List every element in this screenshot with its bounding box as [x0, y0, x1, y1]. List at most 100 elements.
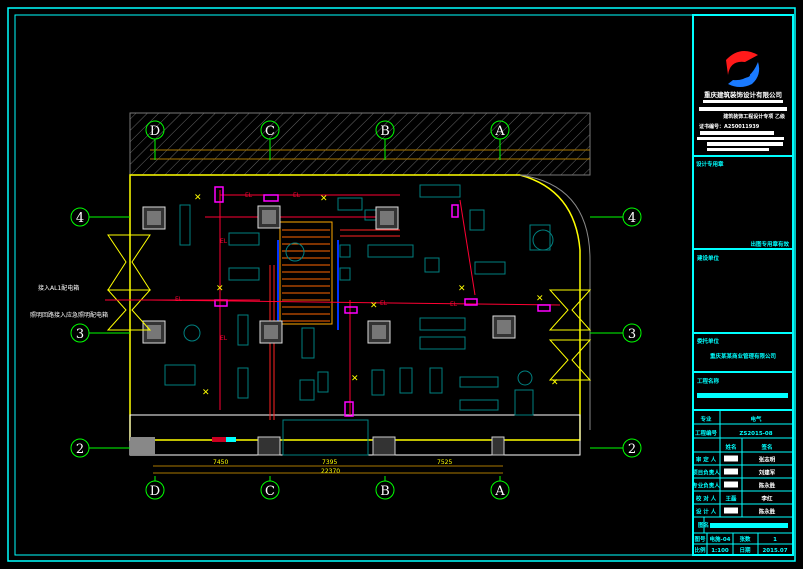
plan-note: 接入AL1配电箱	[38, 284, 79, 292]
certificate-no: 证书编号：A250011939	[699, 123, 760, 130]
furniture	[514, 389, 534, 416]
drawing-frame	[7, 7, 796, 562]
ac-unit-core	[262, 210, 276, 224]
company-name: 重庆建筑装饰设计有限公司	[704, 90, 782, 99]
plant	[517, 370, 533, 386]
name-redacted	[724, 481, 738, 488]
furniture	[164, 364, 196, 386]
panel-box	[212, 437, 226, 442]
front-wall	[129, 414, 581, 456]
entrust-label: 委托单位	[697, 337, 720, 345]
furniture	[364, 209, 378, 221]
light-fixture-icon: ✕	[551, 378, 559, 388]
light-fixture-icon: ✕	[458, 284, 466, 294]
signature: 陈永胜	[759, 508, 776, 516]
table-text: 设 计 人	[696, 508, 717, 516]
furniture	[474, 261, 506, 275]
signature: 刘建军	[759, 469, 776, 477]
ac-units-layer	[142, 205, 516, 344]
grid-axis-label: D	[150, 484, 160, 499]
ac-unit-core	[264, 325, 278, 339]
project-label: 工程名称	[697, 377, 720, 385]
table-text: 1	[773, 537, 777, 543]
wire	[149, 299, 561, 306]
furniture	[337, 197, 363, 211]
furniture	[339, 244, 351, 258]
grid-axis-label: 3	[76, 327, 84, 342]
circuit-label: EL	[380, 300, 388, 307]
circuit-label: EL	[450, 301, 458, 308]
light-fixture-icon: ✕	[536, 294, 544, 304]
hatched-area	[129, 112, 591, 176]
circuit-label: EL	[245, 192, 253, 199]
table-text: 姓名	[724, 443, 736, 451]
column	[130, 437, 155, 455]
column	[491, 436, 505, 456]
plan-note: 照明回路接入应急照明配电箱	[30, 311, 108, 319]
grid-axis-label: D	[150, 124, 160, 139]
seal-label: 设计专用章	[696, 160, 724, 168]
grid-axis-label: 3	[628, 327, 636, 342]
distribution-panel	[344, 306, 358, 314]
grid-axis-label: A	[494, 124, 505, 139]
furniture	[301, 327, 315, 359]
distribution-panel	[537, 304, 551, 312]
panel-box	[226, 437, 236, 442]
table-text: 比例	[694, 546, 706, 554]
furniture	[237, 314, 249, 346]
table-text: 电气	[750, 415, 762, 423]
circuit-label: EL	[220, 238, 228, 245]
dimension-label: 7395	[322, 459, 337, 466]
ac-unit-core	[147, 211, 161, 225]
light-fixture-icon: ✕	[370, 301, 378, 311]
furniture	[419, 184, 461, 198]
grid-axis-label: A	[494, 484, 505, 499]
table-text: 审 定 人	[696, 456, 717, 464]
dimension-label: 7525	[437, 459, 452, 466]
table-text: 图号	[694, 535, 706, 543]
furniture	[371, 369, 385, 396]
inner-frame	[14, 14, 794, 556]
light-fixture-icon: ✕	[320, 194, 328, 204]
distribution-panel	[214, 186, 224, 203]
furniture	[459, 399, 499, 411]
name-redacted	[724, 455, 738, 462]
reception-counter	[282, 419, 369, 456]
furniture	[367, 244, 414, 258]
entrance-canopy-right	[548, 289, 592, 381]
seal-note: 出图专用章有效	[750, 240, 789, 248]
table-text: 1:100	[711, 548, 729, 554]
light-fixture-icon: ✕	[216, 284, 224, 294]
curved-facade	[519, 174, 591, 430]
table-text: 专业	[700, 415, 712, 423]
grid-axis-label: 4	[628, 211, 636, 226]
furniture	[237, 367, 249, 399]
grid-axis-label: 2	[76, 442, 84, 457]
table-text: 张数	[739, 535, 751, 543]
distribution-panel	[464, 298, 478, 306]
distribution-panel	[344, 401, 354, 417]
furniture	[228, 232, 260, 246]
drawing-name-bar	[710, 523, 788, 528]
furniture	[419, 336, 466, 350]
light-fixture-icon: ✕	[202, 388, 210, 398]
ac-unit-core	[380, 211, 394, 225]
signature: 陈永胜	[759, 482, 776, 490]
furniture	[339, 267, 351, 281]
grid-axis-label: 4	[76, 211, 84, 226]
qualification: 建筑装饰工程设计专项 乙级	[722, 113, 785, 120]
grid-axis-label: B	[380, 484, 390, 499]
table-text: 2015.07	[762, 548, 787, 554]
grid-axis-label: B	[380, 124, 390, 139]
name-redacted	[724, 507, 738, 514]
plant	[532, 229, 554, 251]
client-label: 建设单位	[697, 254, 720, 262]
furniture	[317, 371, 329, 393]
dimension-label: 7450	[213, 459, 228, 466]
circuit-label: EL	[293, 192, 301, 199]
furniture	[429, 367, 443, 394]
dimension-total: 22370	[321, 468, 340, 475]
